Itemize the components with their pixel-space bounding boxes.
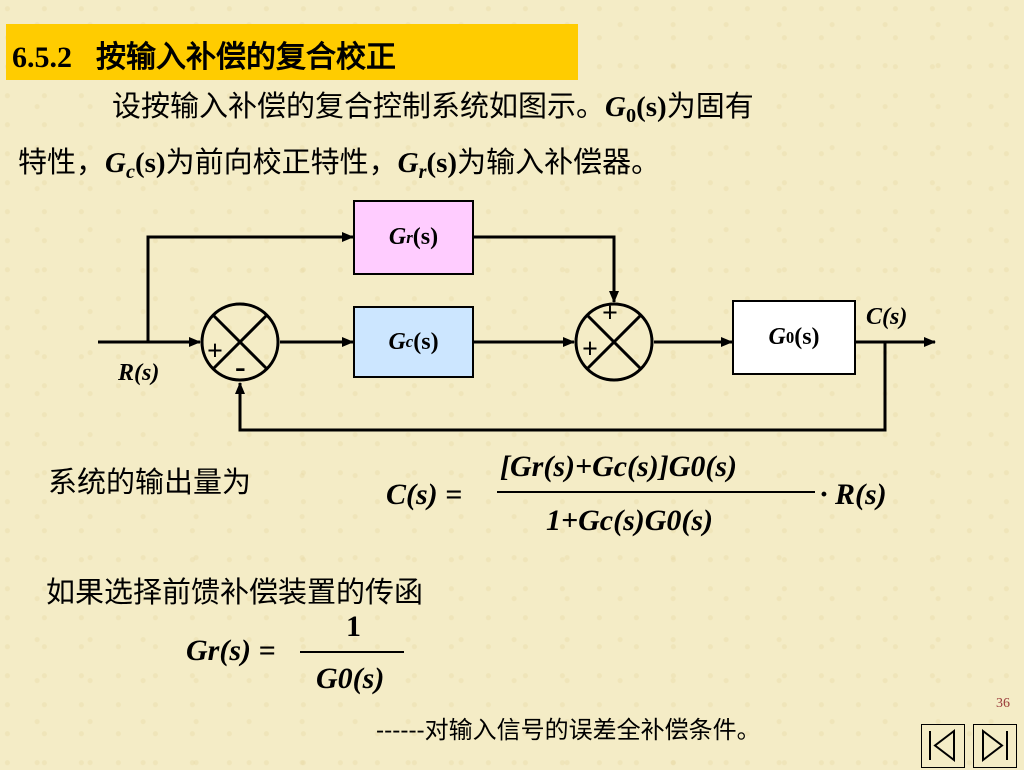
gc-argument: (s) [134, 147, 166, 179]
gc-block-arg: (s) [413, 328, 439, 355]
intro-text: 设按输入补偿的复合控制系统如图示。 [112, 89, 606, 123]
next-page-button[interactable] [973, 724, 1017, 768]
gr-block-g: G [388, 224, 407, 250]
g0-block-sub: 0 [785, 327, 795, 347]
next-arrow-icon [982, 728, 1008, 763]
intro-text-b: 为前向校正特性， [165, 145, 398, 179]
intro-text-c: 为输入补偿器。 [457, 145, 661, 179]
gr-symbol: G [397, 147, 419, 179]
formula1-rhs: · R(s) [820, 480, 887, 510]
gr-subscript: r [418, 161, 427, 184]
sum1-minus-sign: - [235, 348, 246, 384]
feedforward-statement: 如果选择前馈补偿装置的传函 [46, 575, 424, 609]
sum1-plus-sign: + [207, 336, 223, 367]
formula1-numerator-text: [Gr(s)+Gc(s)]G0(s) [500, 450, 738, 483]
formula1-numerator: [Gr(s)+Gc(s)]G0(s) [500, 452, 737, 482]
gr-argument: (s) [426, 147, 458, 179]
gr-output-line [474, 235, 619, 303]
summing-junction-2-cross-b [585, 313, 643, 371]
formula1-lhs: C(s) = [386, 480, 462, 510]
page-number: 36 [996, 696, 1010, 711]
gr-block-sub: r [406, 227, 413, 247]
intro-text-suffix: 为固有 [666, 89, 754, 123]
input-label: R(s) [118, 360, 160, 386]
gc-block-sub: c [405, 332, 414, 351]
sum2-plus-left-sign: + [582, 334, 598, 365]
prev-arrow-icon [929, 728, 955, 763]
feedback-line [235, 342, 887, 432]
formula2-denominator-text: G0(s) [316, 662, 385, 695]
formula2-numerator: 1 [346, 612, 361, 642]
intro-text-a: 特性， [18, 145, 106, 179]
g0-block-g: G [768, 324, 786, 350]
gc-block-g: G [388, 328, 406, 355]
formula1-rhs-text: · R(s) [820, 478, 887, 511]
summing-junction-1 [200, 302, 280, 382]
summing-junction-2 [574, 302, 654, 382]
intro-line-1: 设按输入补偿的复合控制系统如图示。G0(s)为固有 [112, 89, 754, 128]
g0-symbol: G [605, 91, 626, 123]
gr-block-arg: (s) [412, 224, 439, 250]
intro-line-2: 特性，Gc(s)为前向校正特性，Gr(s)为输入补偿器。 [18, 145, 661, 184]
feedforward-branch-line [146, 232, 354, 342]
formula2-lhs-text: Gr(s) = [186, 634, 276, 667]
sum2-plus-top-sign: + [602, 298, 618, 329]
formula2-lhs: Gr(s) = [186, 636, 276, 666]
section-title: 按输入补偿的复合校正 [96, 40, 396, 75]
gc-symbol: G [105, 147, 126, 179]
summing-junction-1-cross-b [211, 313, 269, 371]
prev-page-button[interactable] [921, 724, 965, 768]
title-bar [6, 24, 578, 80]
formula1-denominator-text: 1+Gc(s)G0(s) [546, 504, 714, 537]
condition-statement: ------对输入信号的误差全补偿条件。 [376, 716, 761, 744]
g0-subscript: 0 [625, 105, 637, 128]
g0-block-arg: (s) [794, 324, 820, 350]
formula2-denominator: G0(s) [316, 664, 384, 694]
formula1-lhs-text: C(s) = [386, 478, 463, 511]
formula2-numerator-text: 1 [346, 610, 361, 643]
gc-subscript: c [125, 161, 135, 184]
formula1-denominator: 1+Gc(s)G0(s) [546, 506, 713, 536]
section-number: 6.5.2 [12, 41, 72, 74]
g0-argument: (s) [636, 91, 667, 123]
slide-title: 6.5.2 按输入补偿的复合校正 [12, 32, 396, 76]
output-statement: 系统的输出量为 [48, 465, 252, 499]
output-label: C(s) [866, 304, 908, 330]
